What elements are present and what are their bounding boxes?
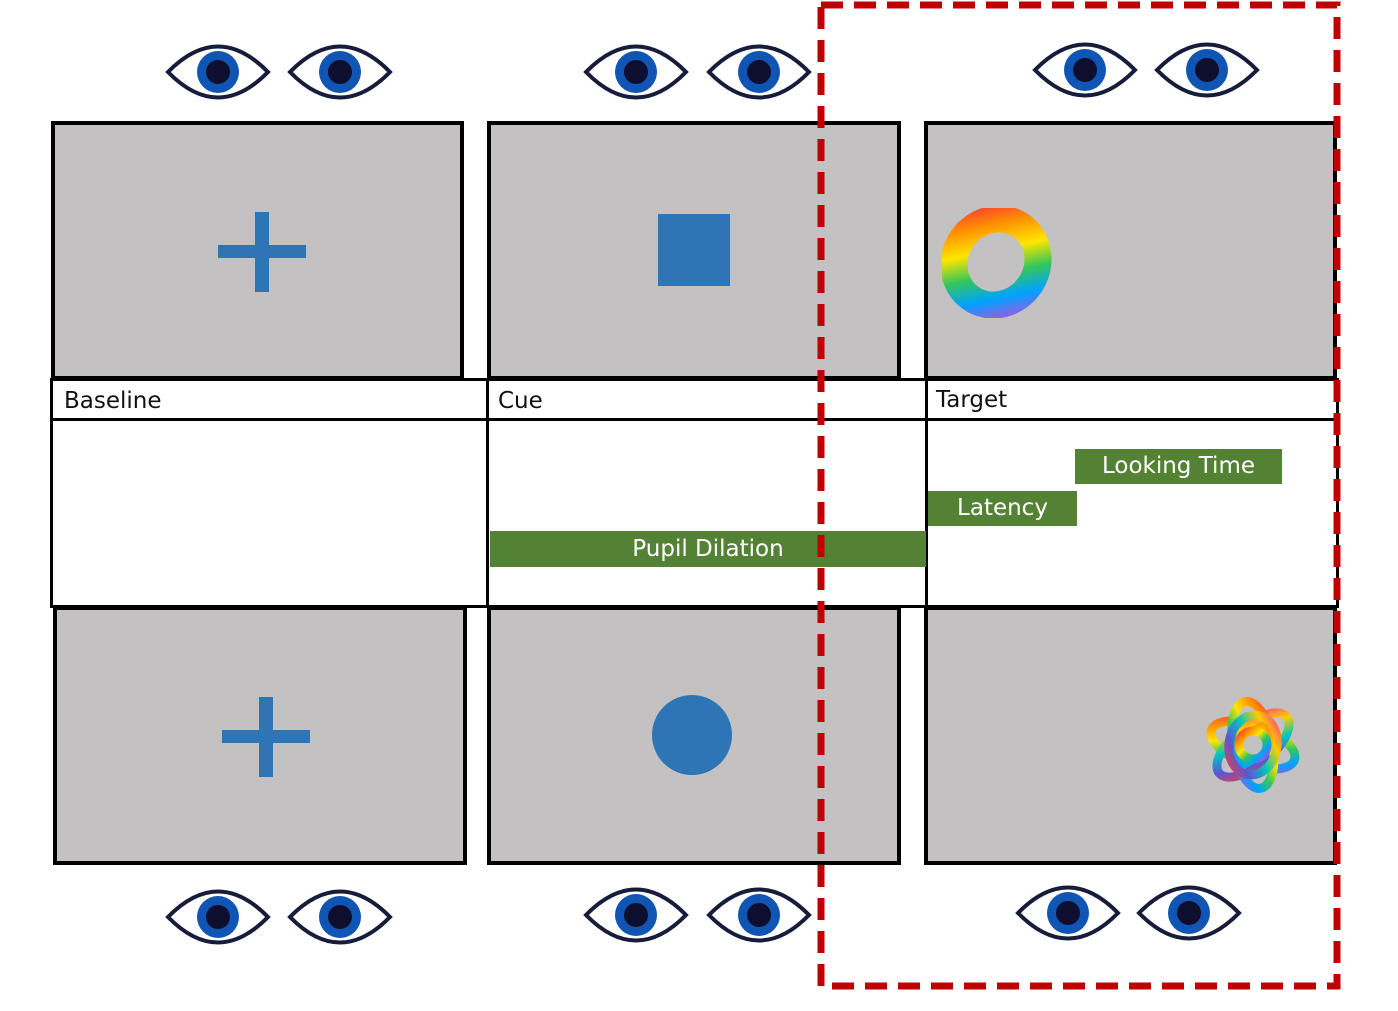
eye-icon <box>582 882 690 948</box>
baseline-measure-cell <box>50 418 490 608</box>
eye-icon <box>705 882 813 948</box>
baseline-label-cell: Baseline <box>50 378 490 421</box>
phase-label-baseline: Baseline <box>64 388 162 414</box>
latency-bar: Latency <box>928 491 1077 526</box>
plus-icon <box>222 697 310 777</box>
looking-time-bar: Looking Time <box>1075 449 1282 484</box>
knot-icon <box>1196 694 1310 796</box>
eye-icon <box>582 39 690 105</box>
plus-icon <box>218 212 306 292</box>
circle-icon <box>652 695 732 775</box>
eye-icon <box>286 39 394 105</box>
eye-icon <box>164 884 272 950</box>
cue-label-cell: Cue <box>486 378 929 421</box>
target-phase-highlight <box>816 0 1344 992</box>
eye-icon <box>164 39 272 105</box>
baseline-screen-top <box>51 121 464 380</box>
target-screen-bottom <box>924 606 1337 865</box>
phase-label-cue: Cue <box>498 388 543 414</box>
eye-icon <box>705 39 813 105</box>
eye-icon <box>286 884 394 950</box>
square-icon <box>658 214 730 286</box>
pupil-dilation-bar: Pupil Dilation <box>490 531 926 567</box>
torus-icon <box>942 208 1052 318</box>
baseline-screen-bottom <box>53 606 467 865</box>
phase-label-target: Target <box>936 387 1008 413</box>
cue-screen-top <box>487 121 901 380</box>
cue-screen-bottom <box>487 606 901 865</box>
